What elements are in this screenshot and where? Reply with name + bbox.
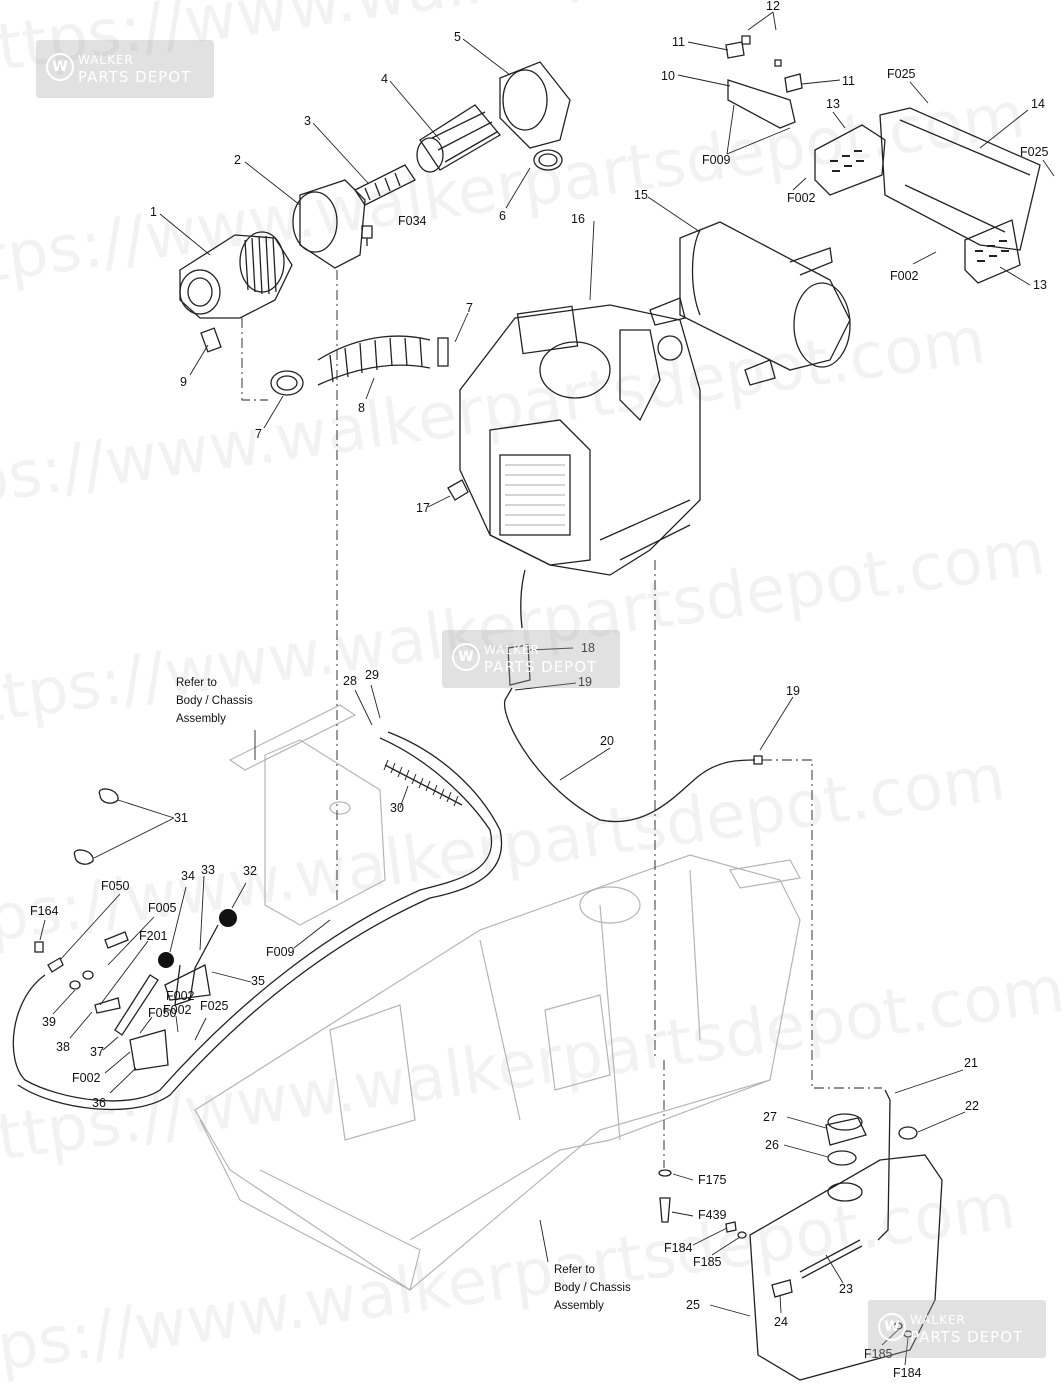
logo-bottom-text: PARTS DEPOT	[484, 658, 598, 676]
callout-11: 11	[672, 35, 685, 49]
logo-mark-icon: W	[452, 643, 480, 671]
callout-f034: F034	[398, 214, 427, 228]
callout-f164: F164	[30, 904, 59, 918]
fuel-system	[12, 569, 763, 1111]
callout-24: 24	[774, 1315, 788, 1329]
callout-f009: F009	[702, 153, 731, 167]
throttle-control	[34, 788, 237, 1071]
callout-f002: F002	[163, 1003, 192, 1017]
callout-18: 18	[581, 641, 595, 655]
callout-4: 4	[381, 72, 388, 86]
note-refer-bottom-line1: Refer to	[554, 1264, 595, 1276]
callout-23: 23	[839, 1282, 853, 1296]
note-refer-top-line3: Assembly	[176, 713, 226, 725]
callout-f025: F025	[200, 999, 229, 1013]
callout-f184: F184	[893, 1366, 922, 1380]
callout-6: 6	[499, 209, 506, 223]
callout-f002: F002	[72, 1071, 101, 1085]
callout-28: 28	[343, 674, 357, 688]
callout-21: 21	[964, 1056, 978, 1070]
callout-19: 19	[578, 675, 592, 689]
callout-7: 7	[255, 427, 262, 441]
muffler-brackets	[725, 35, 1041, 284]
callout-f050: F050	[148, 1006, 177, 1020]
callout-31: 31	[174, 811, 188, 825]
watermark-logo: W WALKER PARTS DEPOT	[442, 630, 620, 688]
logo-bottom-text: PARTS DEPOT	[78, 68, 192, 86]
callout-f009: F009	[266, 945, 295, 959]
logo-mark-icon: W	[878, 1313, 906, 1341]
watermark-url: https://www.walkerpartsdepot.com	[0, 78, 1029, 307]
callout-2: 2	[234, 153, 241, 167]
watermark-logo: W WALKER PARTS DEPOT	[36, 40, 214, 98]
callout-13: 13	[826, 97, 840, 111]
callout-10: 10	[661, 69, 675, 83]
callout-22: 22	[965, 1099, 979, 1113]
assembly-lines	[241, 270, 882, 1168]
callout-19: 19	[786, 684, 800, 698]
callout-33: 33	[201, 863, 215, 877]
callout-f185: F185	[864, 1347, 893, 1361]
callout-f201: F201	[139, 929, 168, 943]
callout-3: 3	[304, 114, 311, 128]
callout-f184: F184	[664, 1241, 693, 1255]
callout-12: 12	[766, 0, 780, 13]
callout-14: 14	[1031, 97, 1045, 111]
callout-17: 17	[416, 501, 430, 515]
callout-25: 25	[686, 1298, 700, 1312]
callout-5: 5	[454, 30, 461, 44]
reference-notes: Refer to Body / Chassis Assembly Refer t…	[176, 677, 631, 1312]
callout-26: 26	[765, 1138, 779, 1152]
leader-lines	[39, 11, 1055, 1366]
callout-20: 20	[600, 734, 614, 748]
callout-f002: F002	[787, 191, 816, 205]
callout-f002: F002	[166, 989, 195, 1003]
callout-38: 38	[56, 1040, 70, 1054]
note-refer-top-line1: Refer to	[176, 677, 217, 689]
callout-37: 37	[90, 1045, 104, 1059]
callout-f025: F025	[1020, 145, 1049, 159]
callout-labels: 1 2 3 4 5 6 7 7 8 9 10 11 11 12 13 13 14…	[30, 0, 1049, 1380]
note-refer-bottom-line2: Body / Chassis	[554, 1282, 631, 1294]
logo-bottom-text: PARTS DEPOT	[910, 1328, 1024, 1346]
callout-32: 32	[243, 864, 257, 878]
note-refer-bottom-line3: Assembly	[554, 1300, 604, 1312]
callout-13: 13	[1033, 278, 1047, 292]
callout-27: 27	[763, 1110, 777, 1124]
engine	[447, 304, 701, 576]
chassis-frame	[194, 704, 801, 1291]
callout-f175: F175	[698, 1173, 727, 1187]
callout-35: 35	[251, 974, 265, 988]
callout-1: 1	[150, 205, 157, 219]
callout-f050: F050	[101, 879, 130, 893]
callout-29: 29	[365, 668, 379, 682]
logo-top-text: WALKER	[78, 53, 134, 67]
callout-f185: F185	[693, 1255, 722, 1269]
logo-top-text: WALKER	[910, 1313, 966, 1327]
logo-mark-icon: W	[46, 53, 74, 81]
logo-top-text: WALKER	[484, 643, 540, 657]
callout-11: 11	[842, 74, 855, 88]
callout-15: 15	[634, 188, 648, 202]
watermark-url: https://www.walkerpartsdepot.com	[0, 953, 1064, 1182]
air-cleaner-assembly	[179, 61, 571, 396]
callout-36: 36	[92, 1096, 106, 1110]
note-refer-top-line2: Body / Chassis	[176, 695, 253, 707]
callout-f002: F002	[890, 269, 919, 283]
callout-7: 7	[466, 301, 473, 315]
callout-9: 9	[180, 375, 187, 389]
muffler	[649, 221, 851, 386]
callout-39: 39	[42, 1015, 56, 1029]
callout-8: 8	[358, 401, 365, 415]
callout-f439: F439	[698, 1208, 727, 1222]
watermark-logo: W WALKER PARTS DEPOT	[868, 1300, 1046, 1358]
callout-30: 30	[390, 801, 404, 815]
callout-34: 34	[181, 869, 195, 883]
callout-f005: F005	[148, 901, 177, 915]
callout-f025: F025	[887, 67, 916, 81]
callout-16: 16	[571, 212, 585, 226]
